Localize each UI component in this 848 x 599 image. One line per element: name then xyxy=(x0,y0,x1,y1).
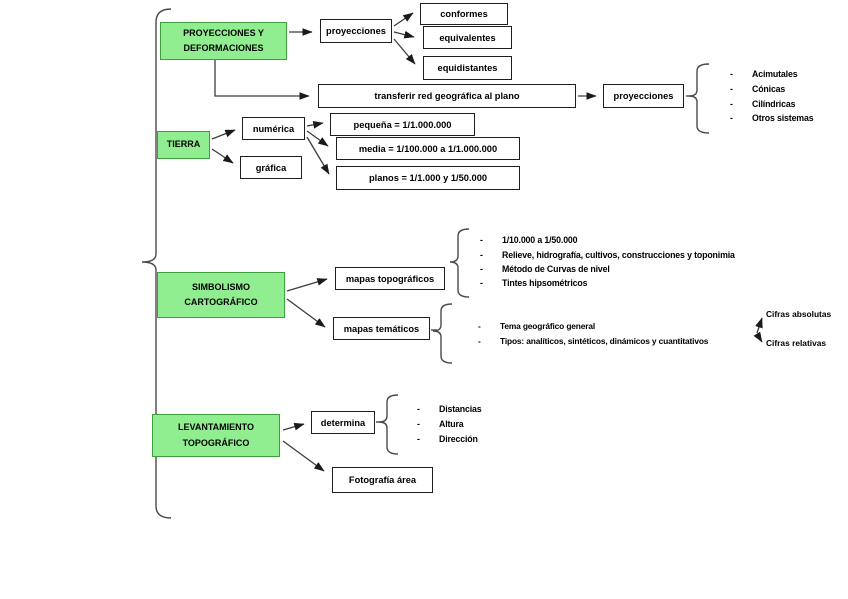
node-simbolismo-cartografico: SIMBOLISMO CARTOGRÁFICO xyxy=(157,272,285,318)
node-equidistantes: equidistantes xyxy=(423,56,512,80)
node-proyecciones-1: proyecciones xyxy=(320,19,392,43)
node-mapas-tematicos: mapas temáticos xyxy=(333,317,430,340)
list-item: Acimutales xyxy=(752,69,798,80)
node-escala-planos: planos = 1/1.000 y 1/50.000 xyxy=(336,166,520,190)
list-determina-detalle: Distancias Altura Dirección xyxy=(415,401,482,446)
list-sistemas-proyeccion: Acimutales Cónicas Cilíndricas Otros sis… xyxy=(728,67,814,126)
list-item: Tintes hipsométricos xyxy=(502,278,588,289)
list-mapas-topograficos-detalle: 1/10.000 a 1/50.000 Relieve, hidrografía… xyxy=(478,233,735,291)
node-numerica: numérica xyxy=(242,117,305,140)
node-equivalentes: equivalentes xyxy=(423,26,512,49)
node-fotografia-area: Fotografía área xyxy=(332,467,433,493)
node-escala-media: media = 1/100.000 a 1/1.000.000 xyxy=(336,137,520,160)
node-grafica: gráfica xyxy=(240,156,302,179)
node-conformes: conformes xyxy=(420,3,508,25)
node-determina: determina xyxy=(311,411,375,434)
list-item: Altura xyxy=(439,418,464,429)
list-item: Tipos: analíticos, sintéticos, dinámicos… xyxy=(500,335,709,346)
node-proyecciones-2: proyecciones xyxy=(603,84,684,108)
list-item: Cónicas xyxy=(752,84,786,95)
list-item: Tema geográfico general xyxy=(500,320,596,331)
list-mapas-tematicos-detalle: Tema geográfico general Tipos: analítico… xyxy=(476,318,708,348)
list-item: Distancias xyxy=(439,403,482,414)
node-transferir-red-geografica: transferir red geográfica al plano xyxy=(318,84,576,108)
node-tierra: TIERRA xyxy=(157,131,210,159)
list-item: 1/10.000 a 1/50.000 xyxy=(502,235,578,246)
list-item: Cilíndricas xyxy=(752,98,796,109)
list-item: Dirección xyxy=(439,433,478,444)
list-item: Relieve, hidrografía, cultivos, construc… xyxy=(502,249,735,260)
list-item: Otros sistemas xyxy=(752,113,814,124)
node-proyecciones-deformaciones: PROYECCIONES Y DEFORMACIONES xyxy=(160,22,287,60)
node-levantamiento-topografico: LEVANTAMIENTO TOPOGRÁFICO xyxy=(152,414,280,457)
label-cifras-relativas: Cifras relativas xyxy=(766,338,827,348)
label-cifras-absolutas: Cifras absolutas xyxy=(766,309,832,319)
list-item: Método de Curvas de nivel xyxy=(502,263,610,274)
node-escala-pequena: pequeña = 1/1.000.000 xyxy=(330,113,475,136)
node-mapas-topograficos: mapas topográficos xyxy=(335,267,445,290)
